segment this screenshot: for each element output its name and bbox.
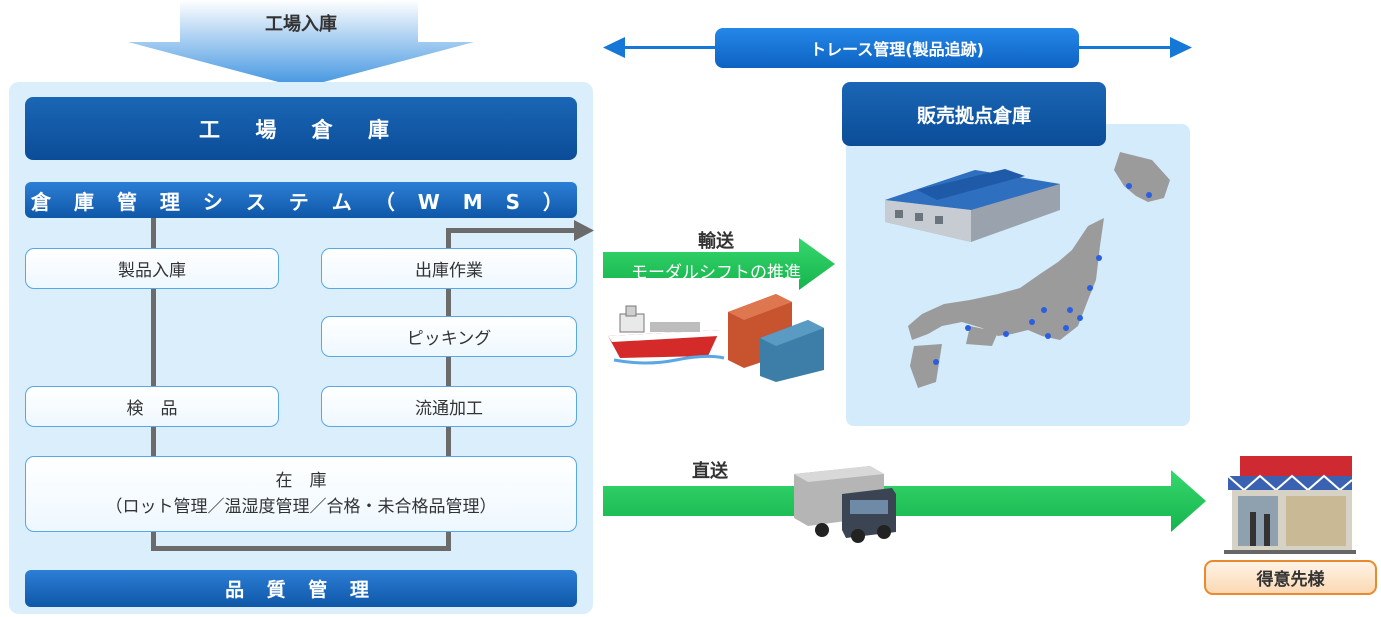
transport-arrow xyxy=(603,238,835,290)
factory-warehouse-header: 工 場 倉 庫 xyxy=(25,97,577,160)
inventory-title: 在 庫 xyxy=(275,471,327,491)
store-icon xyxy=(1224,456,1356,554)
trace-management-label: トレース管理(製品追跡) xyxy=(715,28,1079,68)
container-icon xyxy=(728,294,824,382)
box-inventory: 在 庫 （ロット管理／温湿度管理／合格・未合格品管理） xyxy=(25,456,577,532)
warehouse-building-icon xyxy=(885,169,1060,242)
connector-bottom-horizontal xyxy=(151,546,451,551)
quality-control-bar: 品 質 管 理 xyxy=(25,570,577,607)
box-product-inbound: 製品入庫 xyxy=(25,248,279,289)
transport-label: 輸送 xyxy=(698,231,734,252)
box-picking: ピッキング xyxy=(321,316,577,357)
direct-delivery-arrow xyxy=(603,470,1206,532)
box-distribution-processing: 流通加工 xyxy=(321,386,577,427)
factory-inbound-label: 工場入庫 xyxy=(265,14,337,35)
trace-arrowhead-left xyxy=(603,37,625,58)
sales-warehouse-header: 販売拠点倉庫 xyxy=(842,82,1106,146)
factory-inbound-arrow xyxy=(128,0,474,88)
truck-icon xyxy=(794,466,896,543)
box-inspection: 検 品 xyxy=(25,386,279,427)
customer-label: 得意先様 xyxy=(1204,560,1377,595)
inventory-detail: （ロット管理／温湿度管理／合格・未合格品管理） xyxy=(105,497,497,517)
modal-shift-label: モーダルシフトの推進 xyxy=(631,262,801,283)
connector-left-vertical xyxy=(151,218,156,551)
connector-arrowhead xyxy=(574,220,594,241)
direct-delivery-label: 直送 xyxy=(692,461,728,482)
box-outbound-work: 出庫作業 xyxy=(321,248,577,289)
japan-map-icon xyxy=(908,152,1170,388)
wms-bar: 倉 庫 管 理 シ ス テ ム （ W M S ） xyxy=(25,182,577,218)
connector-top-horizontal xyxy=(446,228,576,233)
ship-icon xyxy=(608,305,725,365)
trace-arrowhead-right xyxy=(1170,37,1192,58)
